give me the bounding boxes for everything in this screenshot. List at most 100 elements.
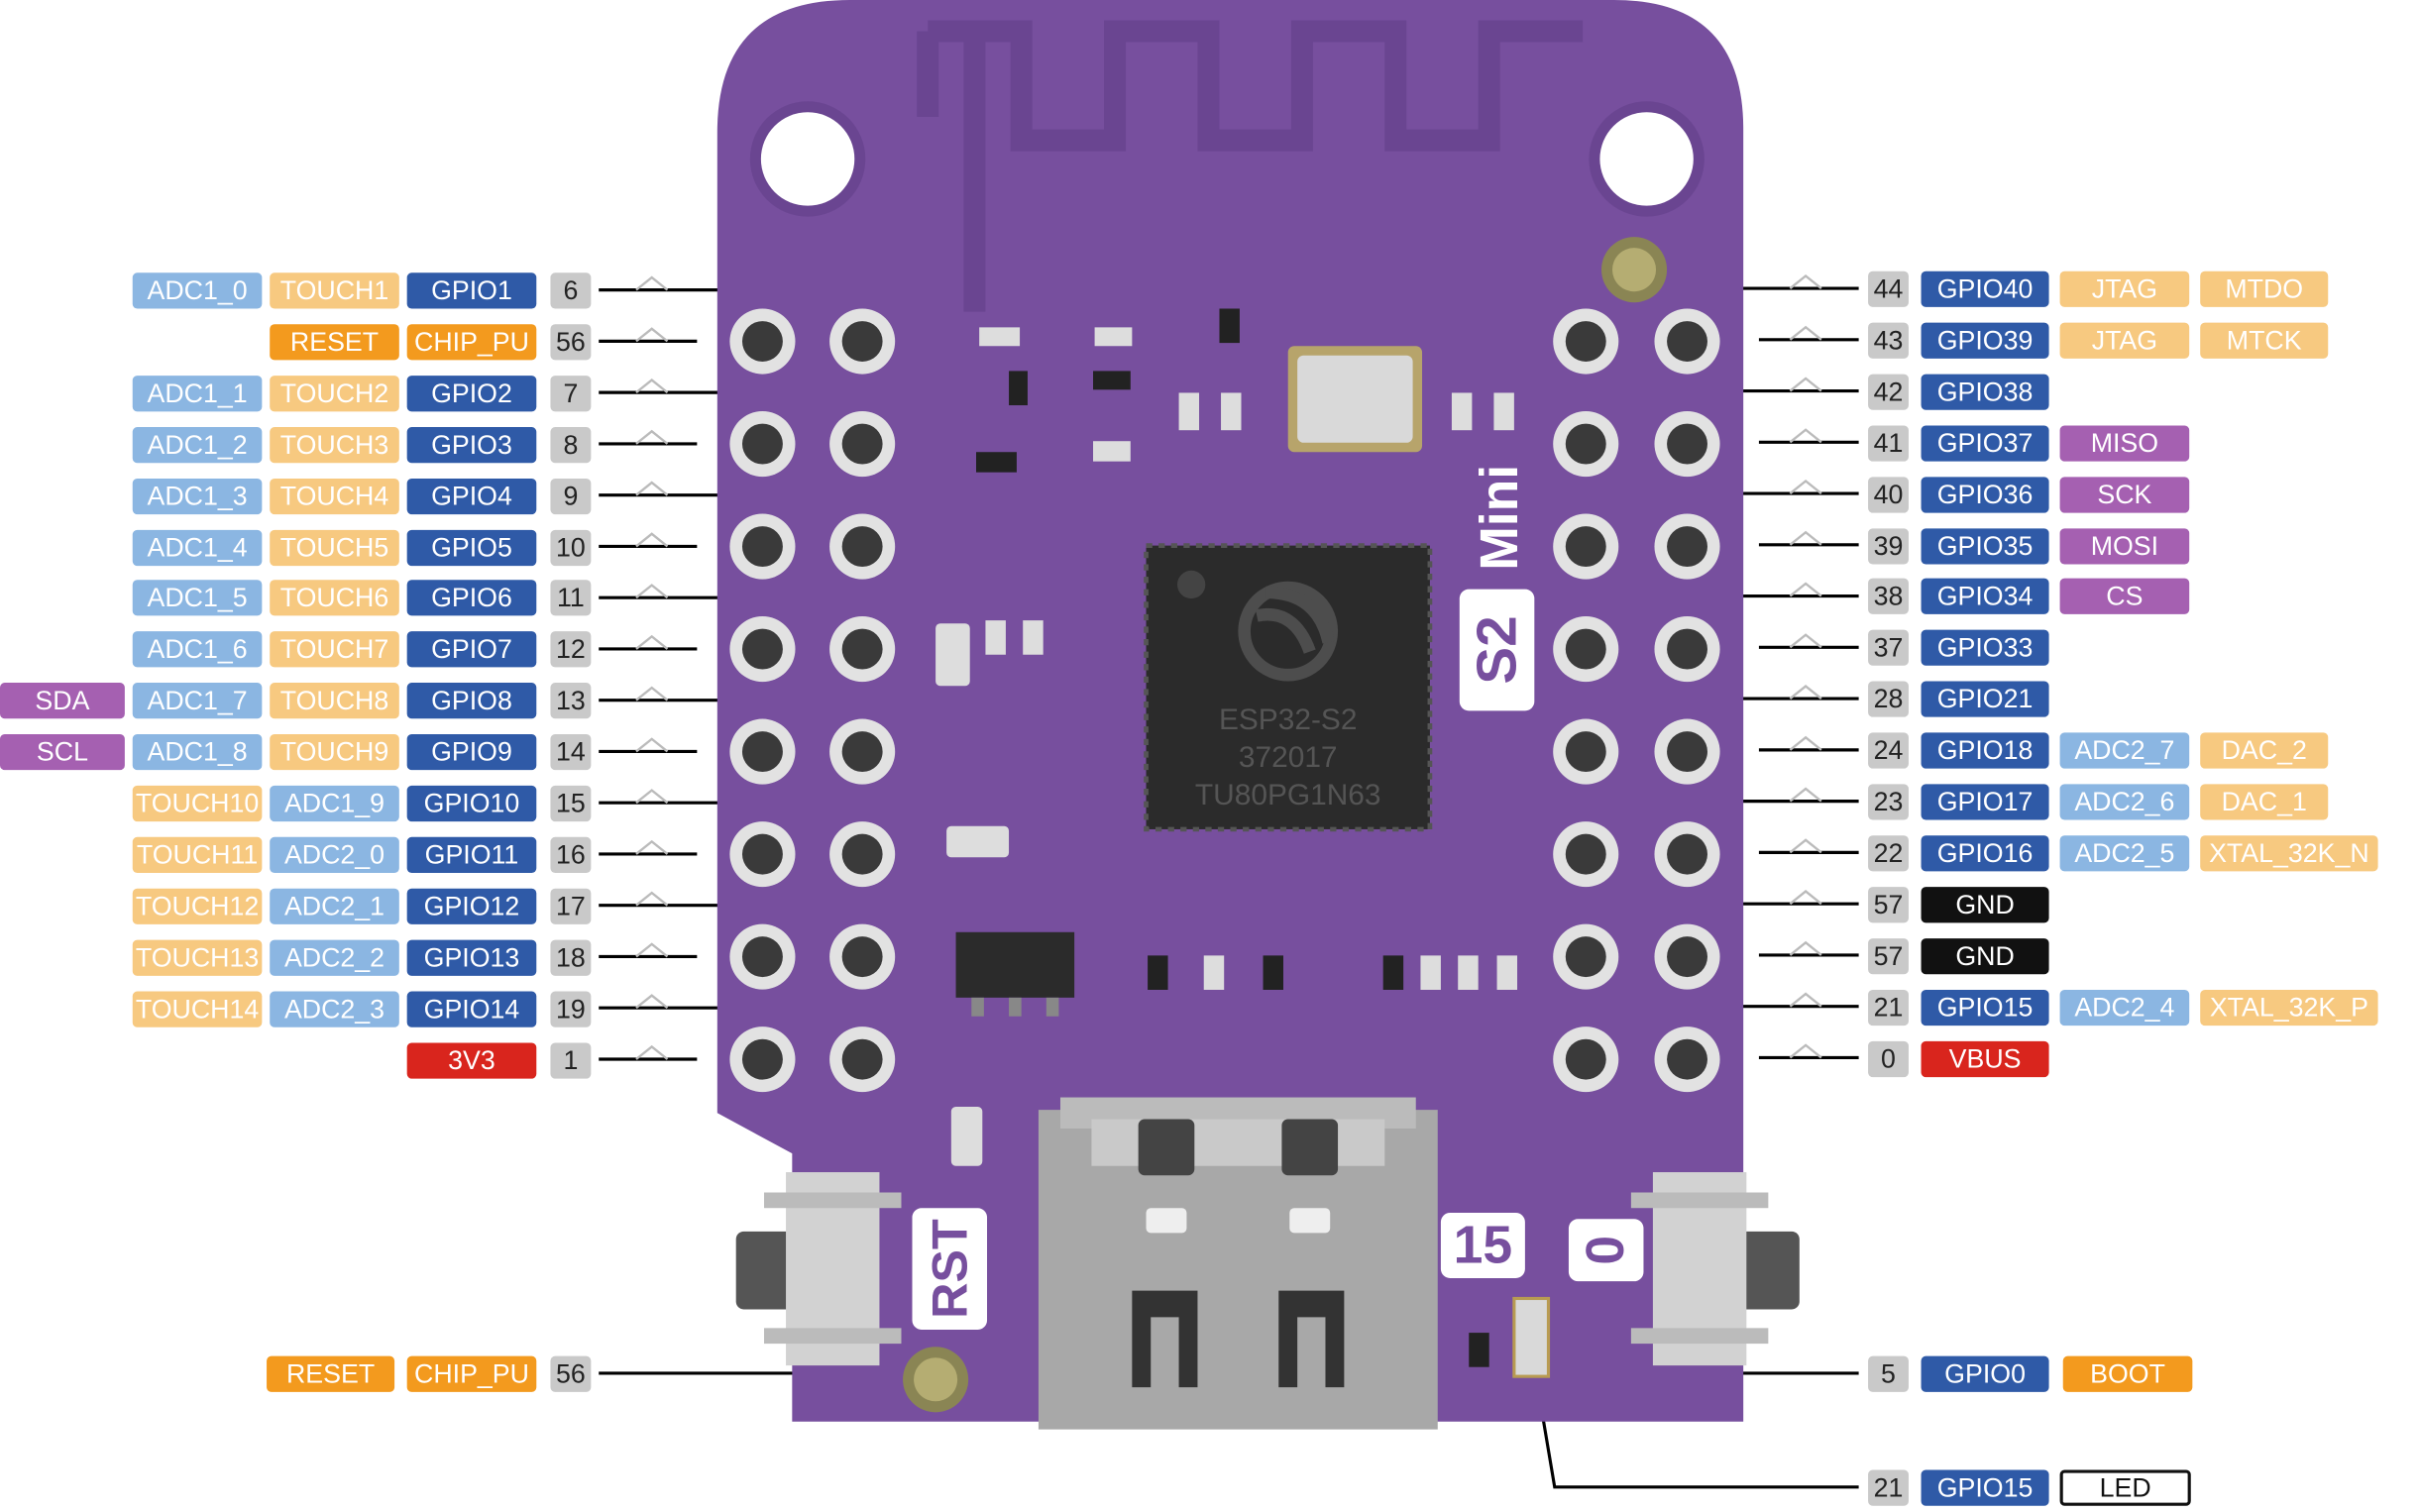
pin-name: GPIO1 [406,272,537,309]
pin-function: TOUCH11 [132,836,263,873]
pin-function: ADC2_1 [270,888,399,924]
pin-name: GPIO9 [406,734,537,771]
pin-number: 21 [1868,989,1909,1026]
pin-number: 22 [1868,835,1909,872]
pin-function: ADC2_3 [270,990,399,1027]
rst-button-icon [735,1172,902,1366]
pin-name: GPIO21 [1921,681,2049,717]
pin-name: GPIO3 [406,426,537,463]
pin-function: ADC1_6 [132,631,263,668]
pin-number: 5 [1868,1355,1909,1392]
pin-name: GPIO34 [1921,579,2049,615]
pin-function: LED [2059,1469,2191,1506]
pin-number: 1 [550,1041,592,1078]
pin-function: ADC2_4 [2059,989,2190,1026]
usb-c-connector [1038,1097,1438,1430]
pin-name: GPIO15 [1921,1469,2049,1506]
pin-function: ADC1_0 [132,272,263,309]
espressif-logo-icon [1238,581,1339,682]
pin-name: GPIO8 [406,683,537,719]
boot-0-text: 0 [1576,1235,1636,1265]
pin-function: RESET [270,324,399,361]
pin-number: 23 [1868,784,1909,820]
pin-function: XTAL_32K_N [2200,835,2378,872]
boot-button-icon [1630,1172,1800,1366]
pin-function: ADC2_2 [270,939,399,976]
pin-number: 15 [550,785,592,822]
pin-function: TOUCH5 [270,529,399,566]
pin-function: ADC2_5 [2059,835,2190,872]
pin-name: CHIP_PU [406,1355,537,1392]
pin-number: 17 [550,888,592,924]
pin-function: MTCK [2200,322,2329,359]
pin-function: CS [2059,579,2190,615]
pin-number: 7 [550,375,592,412]
pin-name: GPIO12 [406,888,537,924]
pin-name: GPIO10 [406,785,537,822]
pin-number: 14 [550,734,592,771]
pin-function: MOSI [2059,527,2190,564]
pin-function: MISO [2059,424,2190,462]
pin-name: GPIO39 [1921,322,2049,359]
pin-number: 39 [1868,527,1909,564]
pin-function: TOUCH1 [270,272,399,309]
pin-number: 10 [550,529,592,566]
pin-function: ADC1_9 [270,785,399,822]
pin-number: 40 [1868,476,1909,512]
pin-name: GPIO33 [1921,630,2049,667]
pin-function: TOUCH10 [132,785,263,822]
pin-number: 18 [550,939,592,976]
pin-name: GPIO37 [1921,424,2049,462]
chip-marking-1: ESP32-S2 [1219,703,1358,736]
pin-number: 16 [550,836,592,873]
pin-number: 43 [1868,322,1909,359]
pin-name: GPIO11 [406,836,537,873]
boot-0-badge [1568,1219,1644,1282]
led-15-badge [1440,1212,1525,1279]
pin-number: 44 [1868,270,1909,307]
pin-function: ADC2_7 [2059,732,2190,769]
smd-components [935,308,1518,1367]
pin-function: TOUCH13 [132,939,263,976]
pin-number: 8 [550,426,592,463]
pin-function: TOUCH4 [270,478,399,514]
pin-function: ADC2_0 [270,836,399,873]
led-indicator-icon [1512,1296,1551,1378]
pin-number: 42 [1868,374,1909,410]
s2-badge [1459,589,1535,711]
pin-function: XTAL_32K_P [2200,989,2378,1026]
pin-function: DAC_2 [2200,732,2329,769]
pin-name: CHIP_PU [406,324,537,361]
model-mini-text: Mini [1470,464,1530,571]
pin-function: ADC1_8 [132,734,263,771]
pin-name: GND [1921,937,2049,974]
pin-number: 56 [550,324,592,361]
pin-name: GPIO2 [406,375,537,412]
pin-function: ADC1_4 [132,529,263,566]
rst-text: RST [921,1219,978,1319]
pin-function: TOUCH8 [270,683,399,719]
pin-function: SCK [2059,476,2190,512]
pin-number: 19 [550,990,592,1027]
model-s2-text: S2 [1464,615,1529,685]
pin-name: GND [1921,886,2049,923]
pin-function: TOUCH14 [132,990,263,1027]
pin-function: ADC1_3 [132,478,263,514]
pin-name: GPIO35 [1921,527,2049,564]
pin-name: GPIO17 [1921,784,2049,820]
pin-number: 6 [550,272,592,309]
pin-name: GPIO14 [406,990,537,1027]
pin-number: 0 [1868,1040,1909,1077]
pin-function: ADC1_7 [132,683,263,719]
pin-function: ADC1_5 [132,580,263,617]
pin-function-i2c: SDA [0,683,125,719]
pin-name: GPIO40 [1921,270,2049,307]
pin-name: GPIO38 [1921,374,2049,410]
pin-number: 56 [550,1355,592,1392]
pin-function: ADC2_6 [2059,784,2190,820]
pin-function: TOUCH9 [270,734,399,771]
pin-name: GPIO7 [406,631,537,668]
rst-badge [912,1208,988,1330]
